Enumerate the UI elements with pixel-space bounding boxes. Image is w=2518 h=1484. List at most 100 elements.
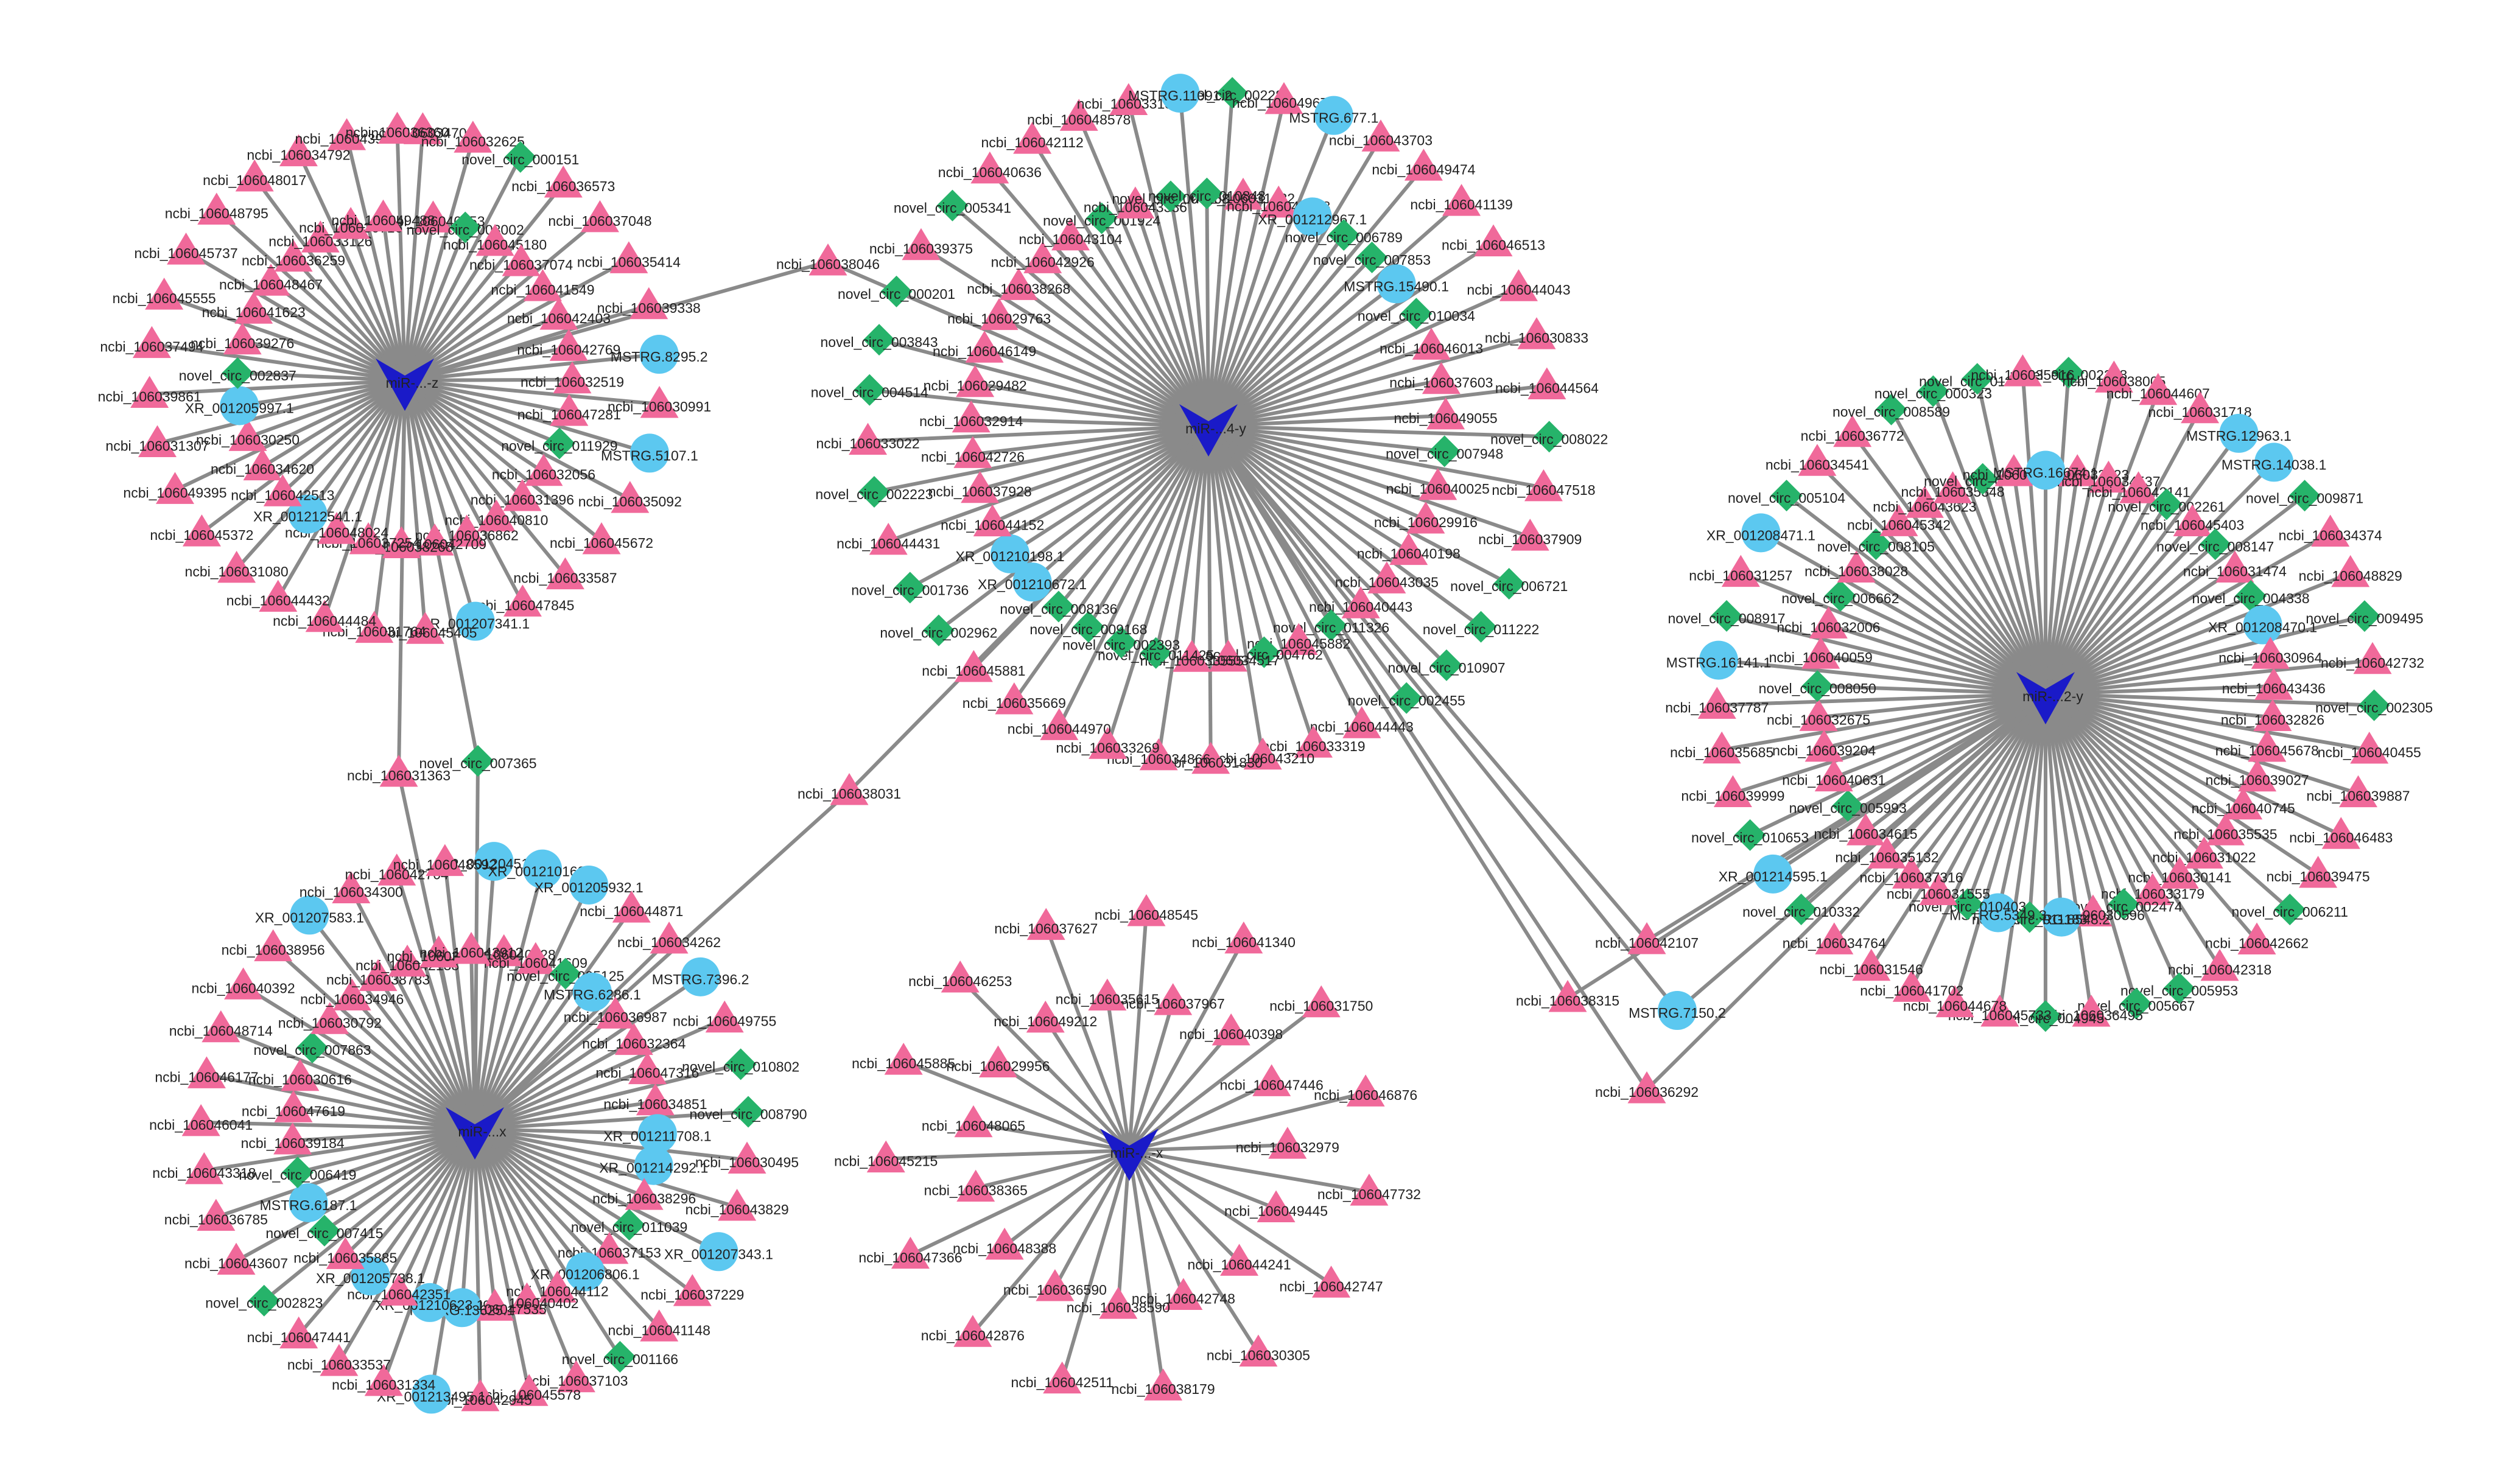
node-triangle-ncbi-106031750[interactable]: ncbi_106031750 [1269,985,1373,1018]
node-triangle-ncbi-106037928[interactable]: ncbi_106037928 [928,471,1032,503]
node-circle-mstrg-6187-1[interactable]: MSTRG.6187.1 [260,1183,357,1222]
node-triangle-ncbi-106031546[interactable]: ncbi_106031546 [1820,948,1923,981]
node-triangle-ncbi-106031334[interactable]: ncbi_106031334 [332,1363,435,1396]
node-diamond-novel-circ-010403[interactable]: novel_circ_010403 [1909,888,2026,920]
node-circle-xr-001210623-1[interactable]: XR_001210623.1 [375,1283,484,1322]
node-triangle-ncbi-106048829[interactable]: ncbi_106048829 [2299,555,2402,587]
node-triangle-ncbi-106041549[interactable]: ncbi_106041549 [491,269,595,301]
node-triangle-ncbi-106047316[interactable]: ncbi_106047316 [595,1052,699,1085]
mirna-hub-h4[interactable]: miR-...x [446,1107,507,1160]
node-triangle-ncbi-106047281[interactable]: ncbi_106047281 [517,394,621,426]
node-triangle-ncbi-106047441[interactable]: ncbi_106047441 [247,1316,351,1349]
node-triangle-ncbi-106039475[interactable]: ncbi_106039475 [2267,856,2370,888]
node-triangle-ncbi-106047366[interactable]: ncbi_106047366 [858,1236,963,1269]
node-circle-mstrg-15490-1[interactable]: MSTRG.15490.1 [1344,264,1449,304]
node-triangle-ncbi-106045737[interactable]: ncbi_106045737 [135,233,238,265]
node-triangle-ncbi-106048388[interactable]: ncbi_106048388 [953,1227,1056,1260]
node-triangle-ncbi-106030964[interactable]: ncbi_106030964 [2218,637,2323,669]
node-diamond-novel-circ-008917[interactable]: novel_circ_008917 [1668,600,1786,632]
node-triangle-ncbi-106046483[interactable]: ncbi_106046483 [2289,817,2393,849]
node-triangle-ncbi-106042403[interactable]: ncbi_106042403 [507,298,611,330]
node-triangle-ncbi-106042318[interactable]: ncbi_106042318 [2168,948,2271,981]
node-diamond-novel-circ-008105[interactable]: novel_circ_008105 [1817,528,1935,561]
node-triangle-ncbi-106041702[interactable]: ncbi_106041702 [1860,970,1963,1002]
node-circle-mstrg-7150-2[interactable]: MSTRG.7150.2 [1629,991,1726,1030]
node-triangle-ncbi-106030792[interactable]: ncbi_106030792 [278,1002,382,1034]
node-triangle-ncbi-106046041[interactable]: ncbi_106046041 [149,1104,253,1136]
node-triangle-ncbi-106038296[interactable]: ncbi_106038296 [592,1178,696,1210]
node-triangle-ncbi-106049488[interactable]: ncbi_106049488 [331,199,435,232]
node-diamond-novel-circ-002305[interactable]: novel_circ_002305 [2315,689,2433,721]
node-triangle-ncbi-106034620[interactable]: ncbi_106034620 [211,448,314,481]
node-triangle-ncbi-106040198[interactable]: ncbi_106040198 [1357,533,1461,565]
node-triangle-ncbi-106042107[interactable]: ncbi_106042107 [1595,922,1699,954]
node-triangle-ncbi-106038590[interactable]: ncbi_106038590 [1067,1287,1170,1319]
node-triangle-ncbi-106037048[interactable]: ncbi_106037048 [548,200,651,233]
node-triangle-ncbi-106029956[interactable]: ncbi_106029956 [946,1045,1050,1077]
node-diamond-novel-circ-002962[interactable]: novel_circ_002962 [880,614,997,646]
node-triangle-ncbi-106040810[interactable]: ncbi_106040810 [444,499,548,532]
node-triangle-ncbi-106048795[interactable]: ncbi_106048795 [165,192,268,225]
node-triangle-ncbi-106047732[interactable]: ncbi_106047732 [1317,1174,1421,1206]
node-circle-mstrg-16674-1[interactable]: MSTRG.16674.1 [1993,450,2099,490]
node-triangle-ncbi-106040398[interactable]: ncbi_106040398 [1179,1013,1283,1046]
node-triangle-ncbi-106035885[interactable]: ncbi_106035885 [293,1237,397,1269]
node-triangle-ncbi-106039276[interactable]: ncbi_106039276 [191,322,294,355]
node-triangle-ncbi-106033138[interactable]: ncbi_106033138 [1077,83,1180,115]
node-diamond-novel-circ-008790[interactable]: novel_circ_008790 [690,1096,807,1128]
node-triangle-ncbi-106044564[interactable]: ncbi_106044564 [1495,367,1599,399]
node-triangle-ncbi-106033537[interactable]: ncbi_106033537 [287,1343,391,1376]
node-triangle-ncbi-106045678[interactable]: ncbi_106045678 [2215,729,2319,762]
node-triangle-ncbi-106042726[interactable]: ncbi_106042726 [921,436,1025,468]
node-triangle-ncbi-106049395[interactable]: ncbi_106049395 [123,472,227,504]
node-circle-xr-001212967-1[interactable]: XR_001212967.1 [1258,197,1367,237]
node-triangle-ncbi-106042926[interactable]: ncbi_106042926 [991,241,1095,273]
node-triangle-ncbi-106032519[interactable]: ncbi_106032519 [521,361,624,394]
node-triangle-ncbi-106043703[interactable]: ncbi_106043703 [1329,119,1433,152]
node-diamond-novel-circ-002261[interactable]: novel_circ_002261 [2108,488,2225,520]
node-diamond-novel-circ-008136[interactable]: novel_circ_008136 [1000,590,1117,623]
node-triangle-ncbi-106043912[interactable]: ncbi_106043912 [419,932,523,964]
node-triangle-ncbi-106048467[interactable]: ncbi_106048467 [219,264,323,296]
node-triangle-ncbi-106036785[interactable]: ncbi_106036785 [164,1199,268,1231]
node-triangle-ncbi-106045672[interactable]: ncbi_106045672 [550,522,653,555]
node-circle-xr-001208471-1[interactable]: XR_001208471.1 [1706,513,1815,553]
node-circle-mstrg-14038-1[interactable]: MSTRG.14038.1 [2222,443,2327,482]
node-circle-mstrg-11091-2[interactable]: MSTRG.11091.2 [1128,74,1232,113]
node-circle-mstrg-7396-2[interactable]: MSTRG.7396.2 [652,957,749,996]
node-triangle-ncbi-106043104[interactable]: ncbi_106043104 [1019,218,1123,251]
node-triangle-ncbi-106044970[interactable]: ncbi_106044970 [1008,708,1111,740]
node-diamond-novel-circ-011929[interactable]: novel_circ_011929 [501,427,618,460]
node-diamond-novel-circ-002474[interactable]: novel_circ_002474 [2065,888,2183,920]
node-triangle-ncbi-106045215[interactable]: ncbi_106045215 [834,1140,938,1173]
node-triangle-ncbi-106037627[interactable]: ncbi_106037627 [994,908,1098,940]
node-triangle-ncbi-106035092[interactable]: ncbi_106035092 [578,481,682,513]
node-triangle-ncbi-106031257[interactable]: ncbi_106031257 [1689,555,1792,587]
node-circle-mstrg-6286-1[interactable]: MSTRG.6286.1 [544,972,641,1012]
node-triangle-ncbi-106031080[interactable]: ncbi_106031080 [185,550,289,583]
node-triangle-ncbi-106033269[interactable]: ncbi_106033269 [1056,727,1160,759]
node-triangle-ncbi-106035414[interactable]: ncbi_106035414 [577,241,681,273]
node-triangle-ncbi-106039338[interactable]: ncbi_106039338 [597,287,701,320]
node-triangle-ncbi-106033319[interactable]: ncbi_106033319 [1261,726,1366,758]
node-triangle-ncbi-106031555[interactable]: ncbi_106031555 [1887,873,1990,905]
node-triangle-ncbi-106046177[interactable]: ncbi_106046177 [155,1056,258,1088]
node-triangle-ncbi-106036259[interactable]: ncbi_106036259 [242,239,345,272]
node-triangle-ncbi-106034300[interactable]: ncbi_106034300 [300,871,403,904]
node-triangle-ncbi-106040745[interactable]: ncbi_106040745 [2192,787,2295,820]
node-diamond-novel-circ-010848[interactable]: novel_circ_010848 [1148,177,1266,209]
node-triangle-ncbi-106045405[interactable]: ncbi_106045405 [373,612,477,644]
node-triangle-ncbi-106036292[interactable]: ncbi_106036292 [1595,1071,1699,1104]
node-triangle-ncbi-106034866[interactable]: ncbi_106034866 [1107,738,1210,771]
node-triangle-ncbi-106048017[interactable]: ncbi_106048017 [203,159,306,192]
node-triangle-ncbi-106040025[interactable]: ncbi_106040025 [1386,467,1490,500]
node-triangle-ncbi-106034615[interactable]: ncbi_106034615 [1814,813,1918,845]
node-triangle-ncbi-106041623[interactable]: ncbi_106041623 [202,292,306,324]
node-triangle-ncbi-106047446[interactable]: ncbi_106047446 [1220,1064,1324,1096]
node-diamond-novel-circ-011222[interactable]: novel_circ_011222 [1423,611,1539,643]
node-circle-xr-001214595-1[interactable]: XR_001214595.1 [1719,854,1828,894]
node-diamond-novel-circ-000151[interactable]: novel_circ_000151 [461,141,579,173]
node-diamond-novel-circ-007365[interactable]: novel_circ_007365 [419,745,537,777]
node-diamond-novel-circ-005104[interactable]: novel_circ_005104 [1728,480,1845,512]
node-triangle-ncbi-106042732[interactable]: ncbi_106042732 [2321,642,2424,674]
